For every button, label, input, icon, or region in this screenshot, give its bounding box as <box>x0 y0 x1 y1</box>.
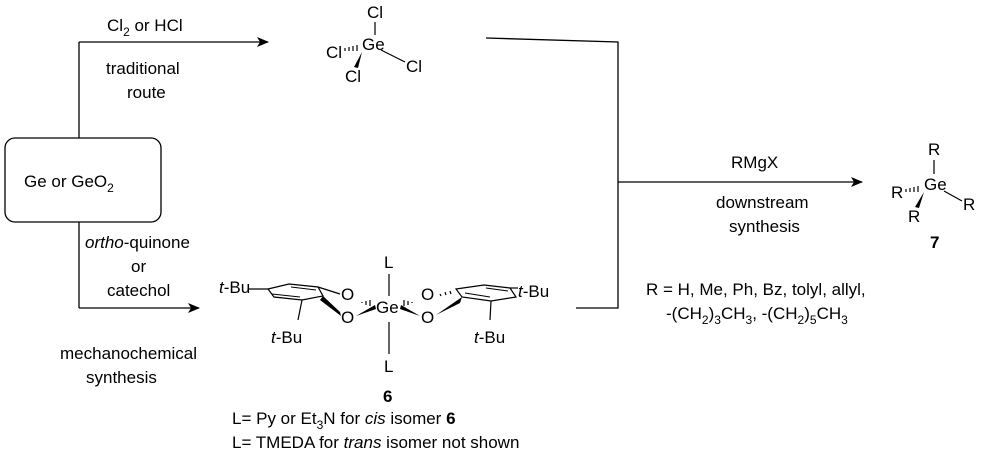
complex-6-o-left-top: O <box>341 285 354 304</box>
downstream-note-line1: downstream <box>716 193 809 212</box>
product-7-r-right: R <box>963 195 975 214</box>
downstream-note-line2: synthesis <box>729 217 800 236</box>
complex-6-o-right-top: O <box>421 285 434 304</box>
complex-6-label: 6 <box>383 387 392 406</box>
complex-6-structure: t-Bu t-Bu O O Ge O O L L <box>219 253 549 406</box>
gecl4-cl-right: Cl <box>406 57 422 76</box>
left-aryl-ring <box>266 283 324 301</box>
gecl4-cl-top: Cl <box>367 3 383 22</box>
gecl4-cl-left: Cl <box>326 43 342 62</box>
complex-6-l-top: L <box>384 253 393 272</box>
top-route-reagent: Cl2 or HCl <box>107 16 183 39</box>
bracket-bottom <box>576 182 619 309</box>
bracket-top <box>485 37 619 182</box>
left-tbu-bottom: t-Bu <box>271 328 302 347</box>
bottom-route-note-line1: mechanochemical <box>60 344 197 363</box>
footnote-trans: L= TMEDA for trans isomer not shown <box>232 433 519 452</box>
bottom-route-reagent-line1: ortho-quinone <box>85 233 190 252</box>
start-material-box <box>4 137 162 223</box>
complex-6-o-left-bottom: O <box>341 308 354 327</box>
complex-6-l-bottom: L <box>384 357 393 376</box>
product-7-r-top: R <box>928 140 940 159</box>
gecl4-ge: Ge <box>362 35 385 54</box>
gecl4-cl-bottom: Cl <box>345 67 361 86</box>
gecl4-structure: Ge Cl Cl Cl Cl <box>326 3 422 86</box>
start-material-label: Ge or GeO2 <box>24 172 114 195</box>
top-route-note-line1: traditional <box>106 59 180 78</box>
product-7-label: 7 <box>930 233 939 252</box>
product-7-structure: Ge R R R R 7 <box>891 140 975 252</box>
r-groups-line2: -(CH2)3CH3, -(CH2)5CH3 <box>666 304 848 327</box>
complex-6-ge: Ge <box>376 298 399 317</box>
r-groups-line1: R = H, Me, Ph, Bz, tolyl, allyl, <box>646 280 866 299</box>
footnote-cis: L= Py or Et3N for cis isomer 6 <box>232 409 456 432</box>
top-route-note-line2: route <box>127 83 166 102</box>
product-7-ge: Ge <box>924 175 947 194</box>
product-7-r-left: R <box>891 183 903 202</box>
right-tbu-bottom: t-Bu <box>474 328 505 347</box>
complex-6-o-right-bottom: O <box>421 308 434 327</box>
bottom-route-reagent-line3: catechol <box>107 281 170 300</box>
downstream-reagent: RMgX <box>731 153 778 172</box>
left-tbu-top: t-Bu <box>219 278 250 297</box>
bottom-route-note-line2: synthesis <box>86 368 157 387</box>
right-tbu-top: t-Bu <box>518 282 549 301</box>
product-7-r-bottom: R <box>908 207 920 226</box>
bottom-route-reagent-line2: or <box>131 257 146 276</box>
